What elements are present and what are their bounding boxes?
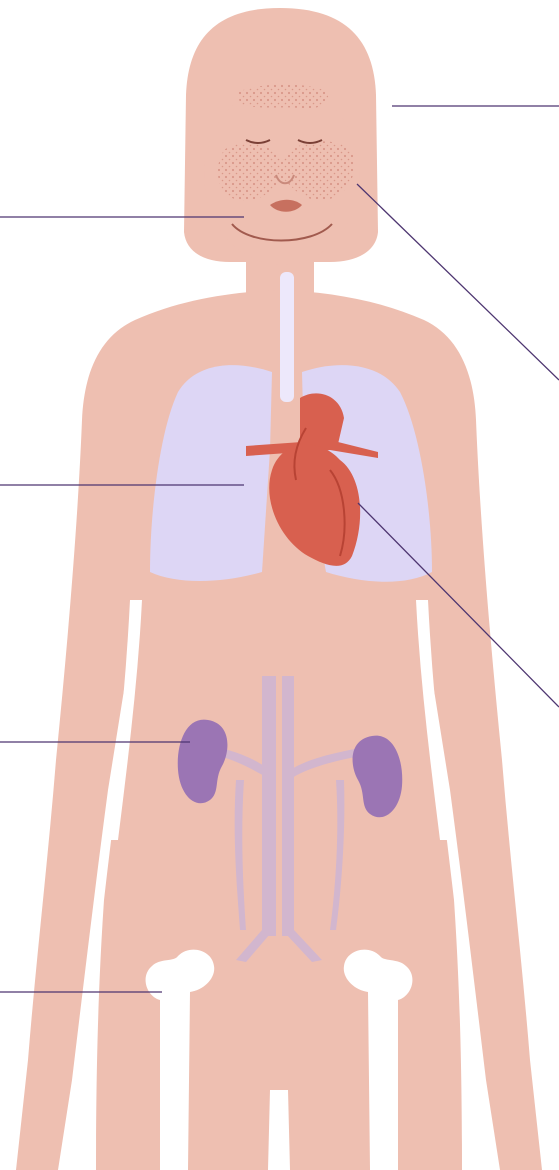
face [204, 85, 360, 266]
leg-gap [268, 1090, 290, 1170]
trachea-icon [280, 272, 294, 402]
forehead-rash [238, 85, 328, 109]
